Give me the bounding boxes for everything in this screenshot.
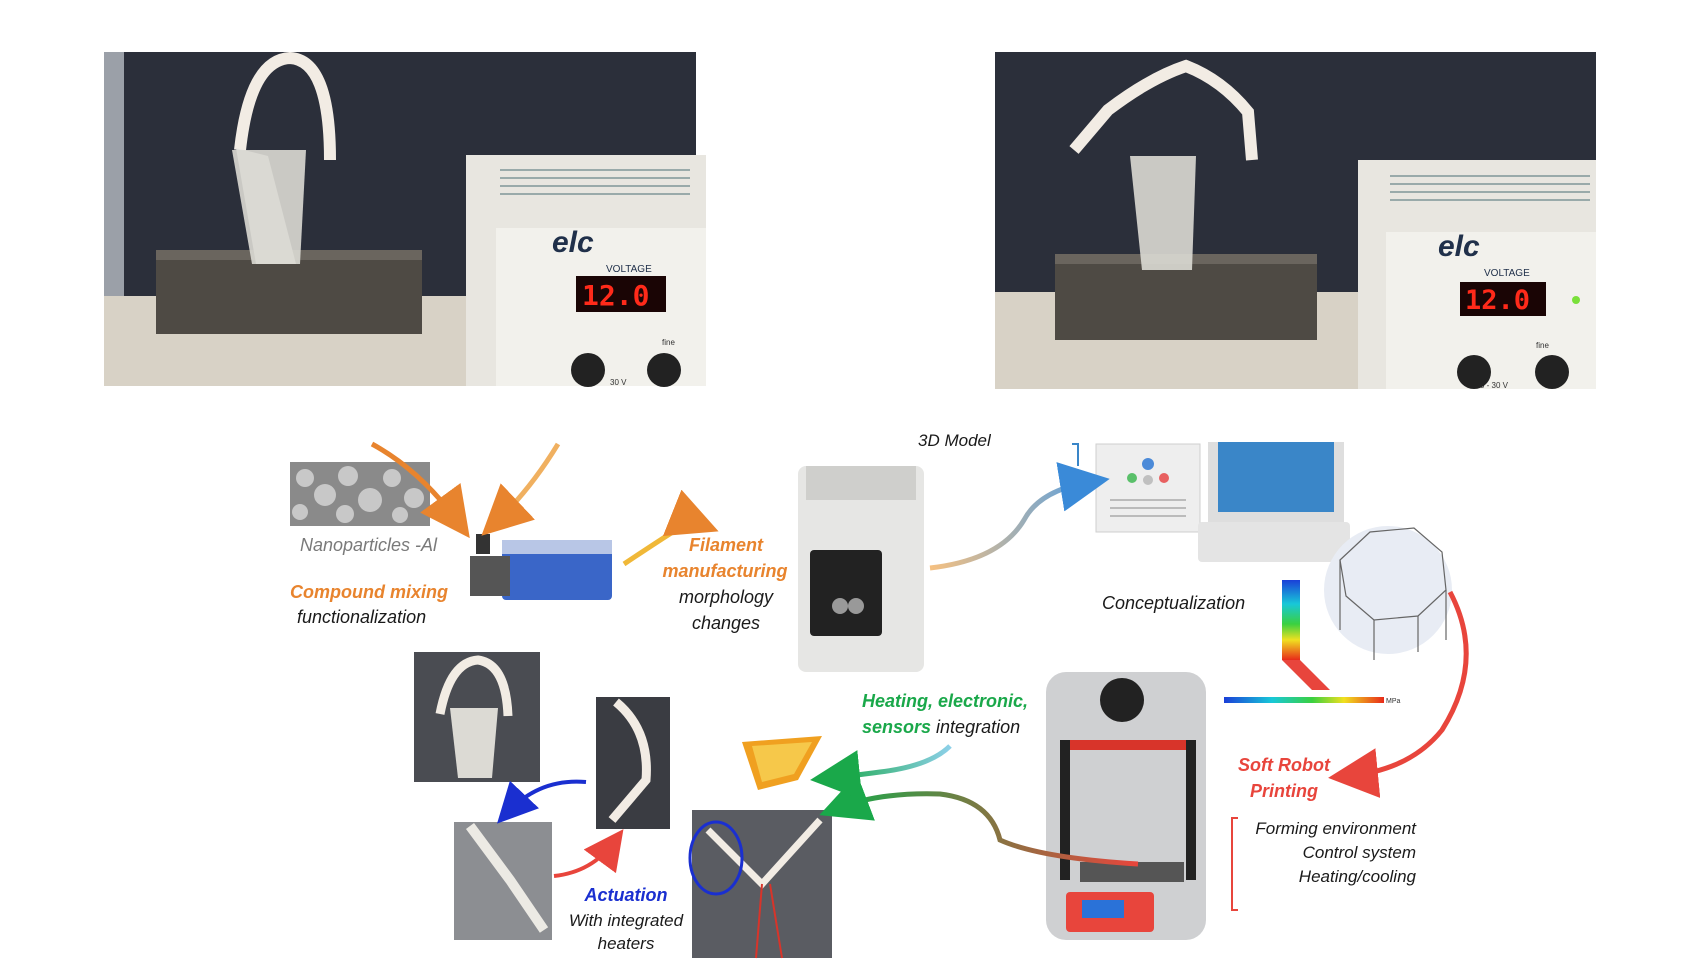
heaters-label: heaters <box>597 934 655 953</box>
model-bracket <box>1072 443 1079 466</box>
scale-unit: MPa <box>1386 698 1401 705</box>
gripper-photo-small <box>414 652 540 782</box>
soft-robot-label: Soft Robot <box>1238 755 1330 775</box>
heating-cooling-label: Heating/cooling <box>1298 867 1416 886</box>
sem-image <box>290 462 430 526</box>
printing-label: Printing <box>1250 781 1318 801</box>
arrow-cad-to-printing <box>1328 590 1469 798</box>
arrow-sem-to-mixer <box>370 441 470 539</box>
params-bracket <box>1231 817 1238 911</box>
model-cut-label: 3D Model <box>918 431 991 450</box>
arrow-polymer-to-mixer <box>481 442 561 536</box>
brand-logo-left: elc <box>552 226 594 259</box>
control-system-label: Control system <box>1302 843 1416 862</box>
forming-environment-label: Forming environment <box>1255 819 1416 838</box>
arrow-printer-to-gripper <box>819 773 1139 867</box>
heater-pad <box>742 736 822 790</box>
integration-word: integration <box>931 717 1021 737</box>
cad-model-wireframe <box>1324 526 1452 660</box>
photo-left: elc VOLTAGE 12.0 fine 30 V <box>104 51 706 387</box>
sensors-integration-label: sensors integration <box>862 716 1020 739</box>
sensors-word: sensors <box>862 717 932 737</box>
gripper-closeup-photo <box>688 810 832 959</box>
range-label-left: 30 V <box>610 378 627 387</box>
fine-label-left: fine <box>662 338 675 347</box>
conceptualization-label: Conceptualization <box>1102 593 1246 613</box>
arrow-actuation-red <box>553 829 624 878</box>
fem-simulation: MPa <box>1224 580 1401 705</box>
voltage-label-right: VOLTAGE <box>1484 268 1530 279</box>
functionalization-label: functionalization <box>297 607 427 627</box>
finger-photo-bottom <box>454 822 552 940</box>
arrow-sensors-to-heater <box>810 744 952 800</box>
manufacturing-label: manufacturing <box>662 561 788 581</box>
printer-3d <box>1046 672 1206 940</box>
morphology-label: morphology <box>678 587 774 607</box>
actuation-label: Actuation <box>584 885 668 905</box>
brand-logo-right: elc <box>1438 230 1480 263</box>
fine-label-right: fine <box>1536 341 1549 350</box>
filament-printer-machine <box>798 466 924 672</box>
computer-icon <box>1095 442 1350 562</box>
finger-photo-top <box>596 697 670 829</box>
changes-label: changes <box>691 613 761 633</box>
arrow-mixer-to-filament <box>622 489 719 567</box>
arrow-filament-to-computer <box>929 462 1110 571</box>
heating-electronic-label: Heating, electronic, <box>862 691 1029 711</box>
photo-right: elc VOLTAGE 12.0 fine 0 - 30 V <box>995 52 1596 390</box>
nanoparticles-label: Nanoparticles -Al <box>300 535 438 555</box>
voltage-display-left: 12.0 <box>582 279 649 312</box>
filament-label: Filament <box>688 535 763 555</box>
range-label-right: 0 - 30 V <box>1480 381 1509 390</box>
with-integrated-label: With integrated <box>568 911 684 930</box>
arrow-actuation-blue <box>497 779 587 824</box>
compound-mixing-label: Compound mixing <box>290 582 448 602</box>
extruder-machine <box>470 534 612 600</box>
voltage-display-right: 12.0 <box>1465 285 1530 316</box>
voltage-label-left: VOLTAGE <box>606 264 652 275</box>
